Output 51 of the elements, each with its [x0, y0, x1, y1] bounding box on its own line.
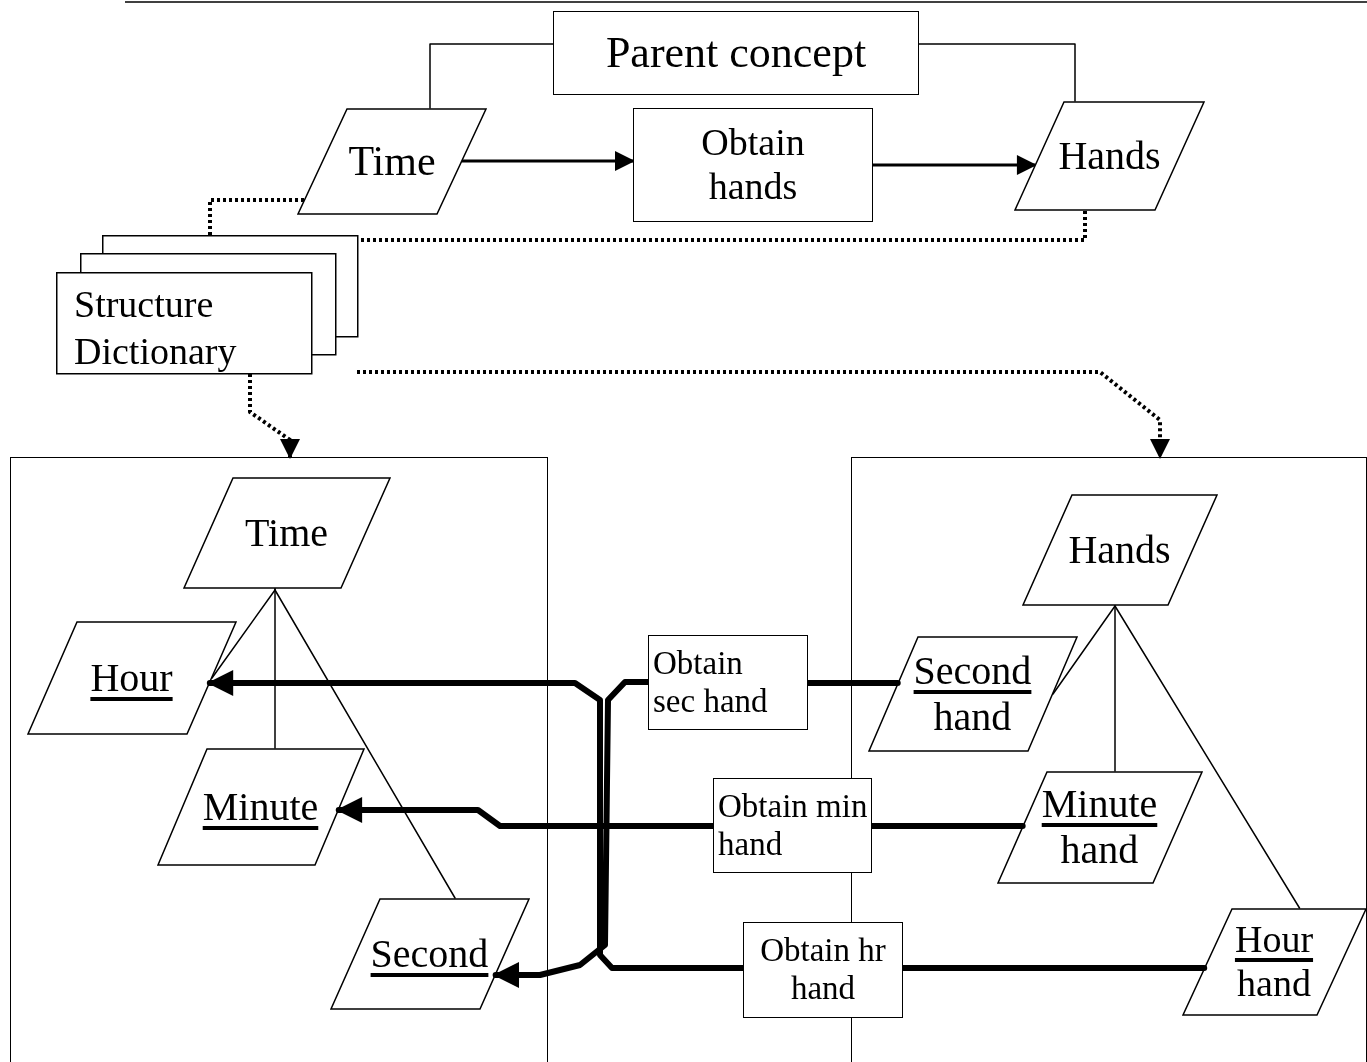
node-label: Second: [370, 930, 489, 977]
node-label: Obtain min hand: [717, 787, 869, 864]
process-box: [633, 108, 873, 222]
connector-line: [274, 588, 276, 749]
node-label: Obtain sec hand: [652, 644, 769, 721]
dotted-arrow: [357, 370, 1170, 459]
arrow: [206, 670, 746, 971]
connector-line: [805, 680, 901, 686]
connector-line: [900, 965, 1208, 971]
data-parallelogram: [156, 747, 365, 866]
arrow: [492, 679, 651, 988]
connector-line: [1114, 605, 1301, 909]
dotted-arrow: [248, 374, 300, 459]
node-label: Hour hand: [1233, 917, 1315, 1006]
node-label: Parent concept: [605, 27, 867, 79]
process-box: [743, 922, 903, 1018]
panel-frame: [10, 457, 548, 1062]
node-label: Structure Dictionary: [74, 282, 238, 374]
data-parallelogram: [297, 108, 487, 215]
data-parallelogram: [1021, 493, 1218, 606]
process-box: [648, 635, 808, 730]
node-label: Minute: [202, 783, 319, 830]
data-parallelogram: [1181, 907, 1367, 1016]
node-label: Minute hand: [1040, 781, 1159, 873]
arrow: [460, 151, 635, 171]
connector-line: [429, 43, 554, 109]
data-parallelogram: [26, 620, 237, 735]
node-label: Second hand: [912, 647, 1033, 740]
connector-line: [274, 588, 456, 899]
data-parallelogram: [1014, 101, 1205, 211]
connector-line: [211, 588, 276, 679]
node-label: Time: [245, 509, 328, 556]
node-label: Hands: [1058, 133, 1161, 179]
connector-line: [869, 823, 1026, 829]
connector-line: [918, 43, 1076, 102]
connector-line: [1114, 605, 1116, 772]
node-label: Hour: [90, 654, 173, 701]
node-label: Obtain hr hand: [759, 932, 887, 1008]
data-parallelogram: [867, 635, 1078, 752]
arrow: [335, 797, 716, 829]
node-label: Hands: [1068, 526, 1171, 573]
node-label: Obtain hands: [700, 121, 806, 209]
data-parallelogram: [182, 476, 391, 589]
data-parallelogram: [329, 897, 530, 1010]
process-box: [553, 11, 919, 95]
arrow: [871, 155, 1037, 175]
connector-line: [1052, 605, 1116, 695]
data-parallelogram: [996, 770, 1203, 884]
process-box: [713, 778, 872, 873]
stacked-document: [56, 235, 357, 374]
node-label: Time: [348, 137, 436, 186]
